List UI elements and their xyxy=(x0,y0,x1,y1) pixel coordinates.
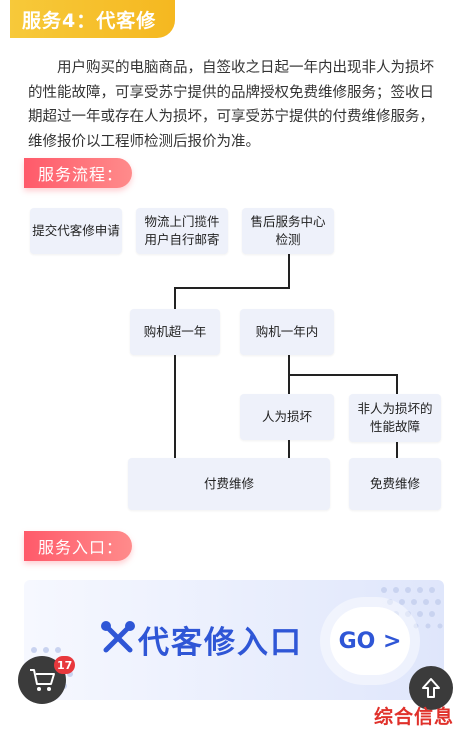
entry-title: 服务入口： xyxy=(38,538,124,557)
step-within-one-year: 购机一年内 xyxy=(240,309,334,355)
step-logistics: 物流上门揽件 用户自行邮寄 xyxy=(136,208,228,254)
wrench-screwdriver-icon xyxy=(101,621,135,653)
connector xyxy=(288,374,398,376)
connector xyxy=(288,440,290,458)
step-submit-label: 提交代客修申请 xyxy=(32,223,120,238)
step-non-human: 非人为损坏的 性能故障 xyxy=(349,394,441,442)
step-over-one-year: 购机超一年 xyxy=(130,309,220,355)
step-service-center-label: 售后服务中心 检测 xyxy=(250,214,326,247)
step-paid-repair-label: 付费维修 xyxy=(203,476,254,491)
watermark-text: 综合信息 xyxy=(374,706,455,728)
step-human-damage: 人为损坏 xyxy=(240,394,334,440)
arrow-up-icon xyxy=(422,678,440,698)
section-header-badge: 服务4：代客修 xyxy=(10,0,175,38)
step-within-one-year-label: 购机一年内 xyxy=(255,324,319,339)
cart-count-badge: 17 xyxy=(54,656,76,674)
entry-title-pill: 服务入口： xyxy=(24,531,132,561)
step-paid-repair: 付费维修 xyxy=(128,458,330,510)
intro-paragraph: 用户购买的电脑商品，自签收之日起一年内出现非人为损坏的性能故障，可享受苏宁提供的… xyxy=(28,60,434,150)
section-title: 服务4：代客修 xyxy=(22,9,157,32)
go-button[interactable]: GO > xyxy=(330,607,410,675)
step-free-repair: 免费维修 xyxy=(349,458,441,510)
step-non-human-label: 非人为损坏的 性能故障 xyxy=(357,401,433,434)
step-human-damage-label: 人为损坏 xyxy=(261,409,312,424)
back-to-top-button[interactable] xyxy=(409,666,453,710)
process-title-pill: 服务流程： xyxy=(24,158,132,188)
step-submit: 提交代客修申请 xyxy=(30,208,122,254)
connector xyxy=(396,374,398,394)
process-title: 服务流程： xyxy=(38,165,124,184)
service-entry-banner[interactable] xyxy=(24,580,444,700)
step-free-repair-label: 免费维修 xyxy=(369,476,420,491)
step-over-one-year-label: 购机超一年 xyxy=(143,324,207,339)
connector xyxy=(174,287,290,289)
connector xyxy=(288,254,290,288)
connector xyxy=(396,442,398,458)
connector xyxy=(174,287,176,309)
step-service-center: 售后服务中心 检测 xyxy=(242,208,334,254)
banner-title: 代客修入口 xyxy=(138,625,303,661)
connector xyxy=(174,355,176,458)
step-logistics-label: 物流上门揽件 用户自行邮寄 xyxy=(144,214,220,247)
cart-icon xyxy=(30,669,55,691)
